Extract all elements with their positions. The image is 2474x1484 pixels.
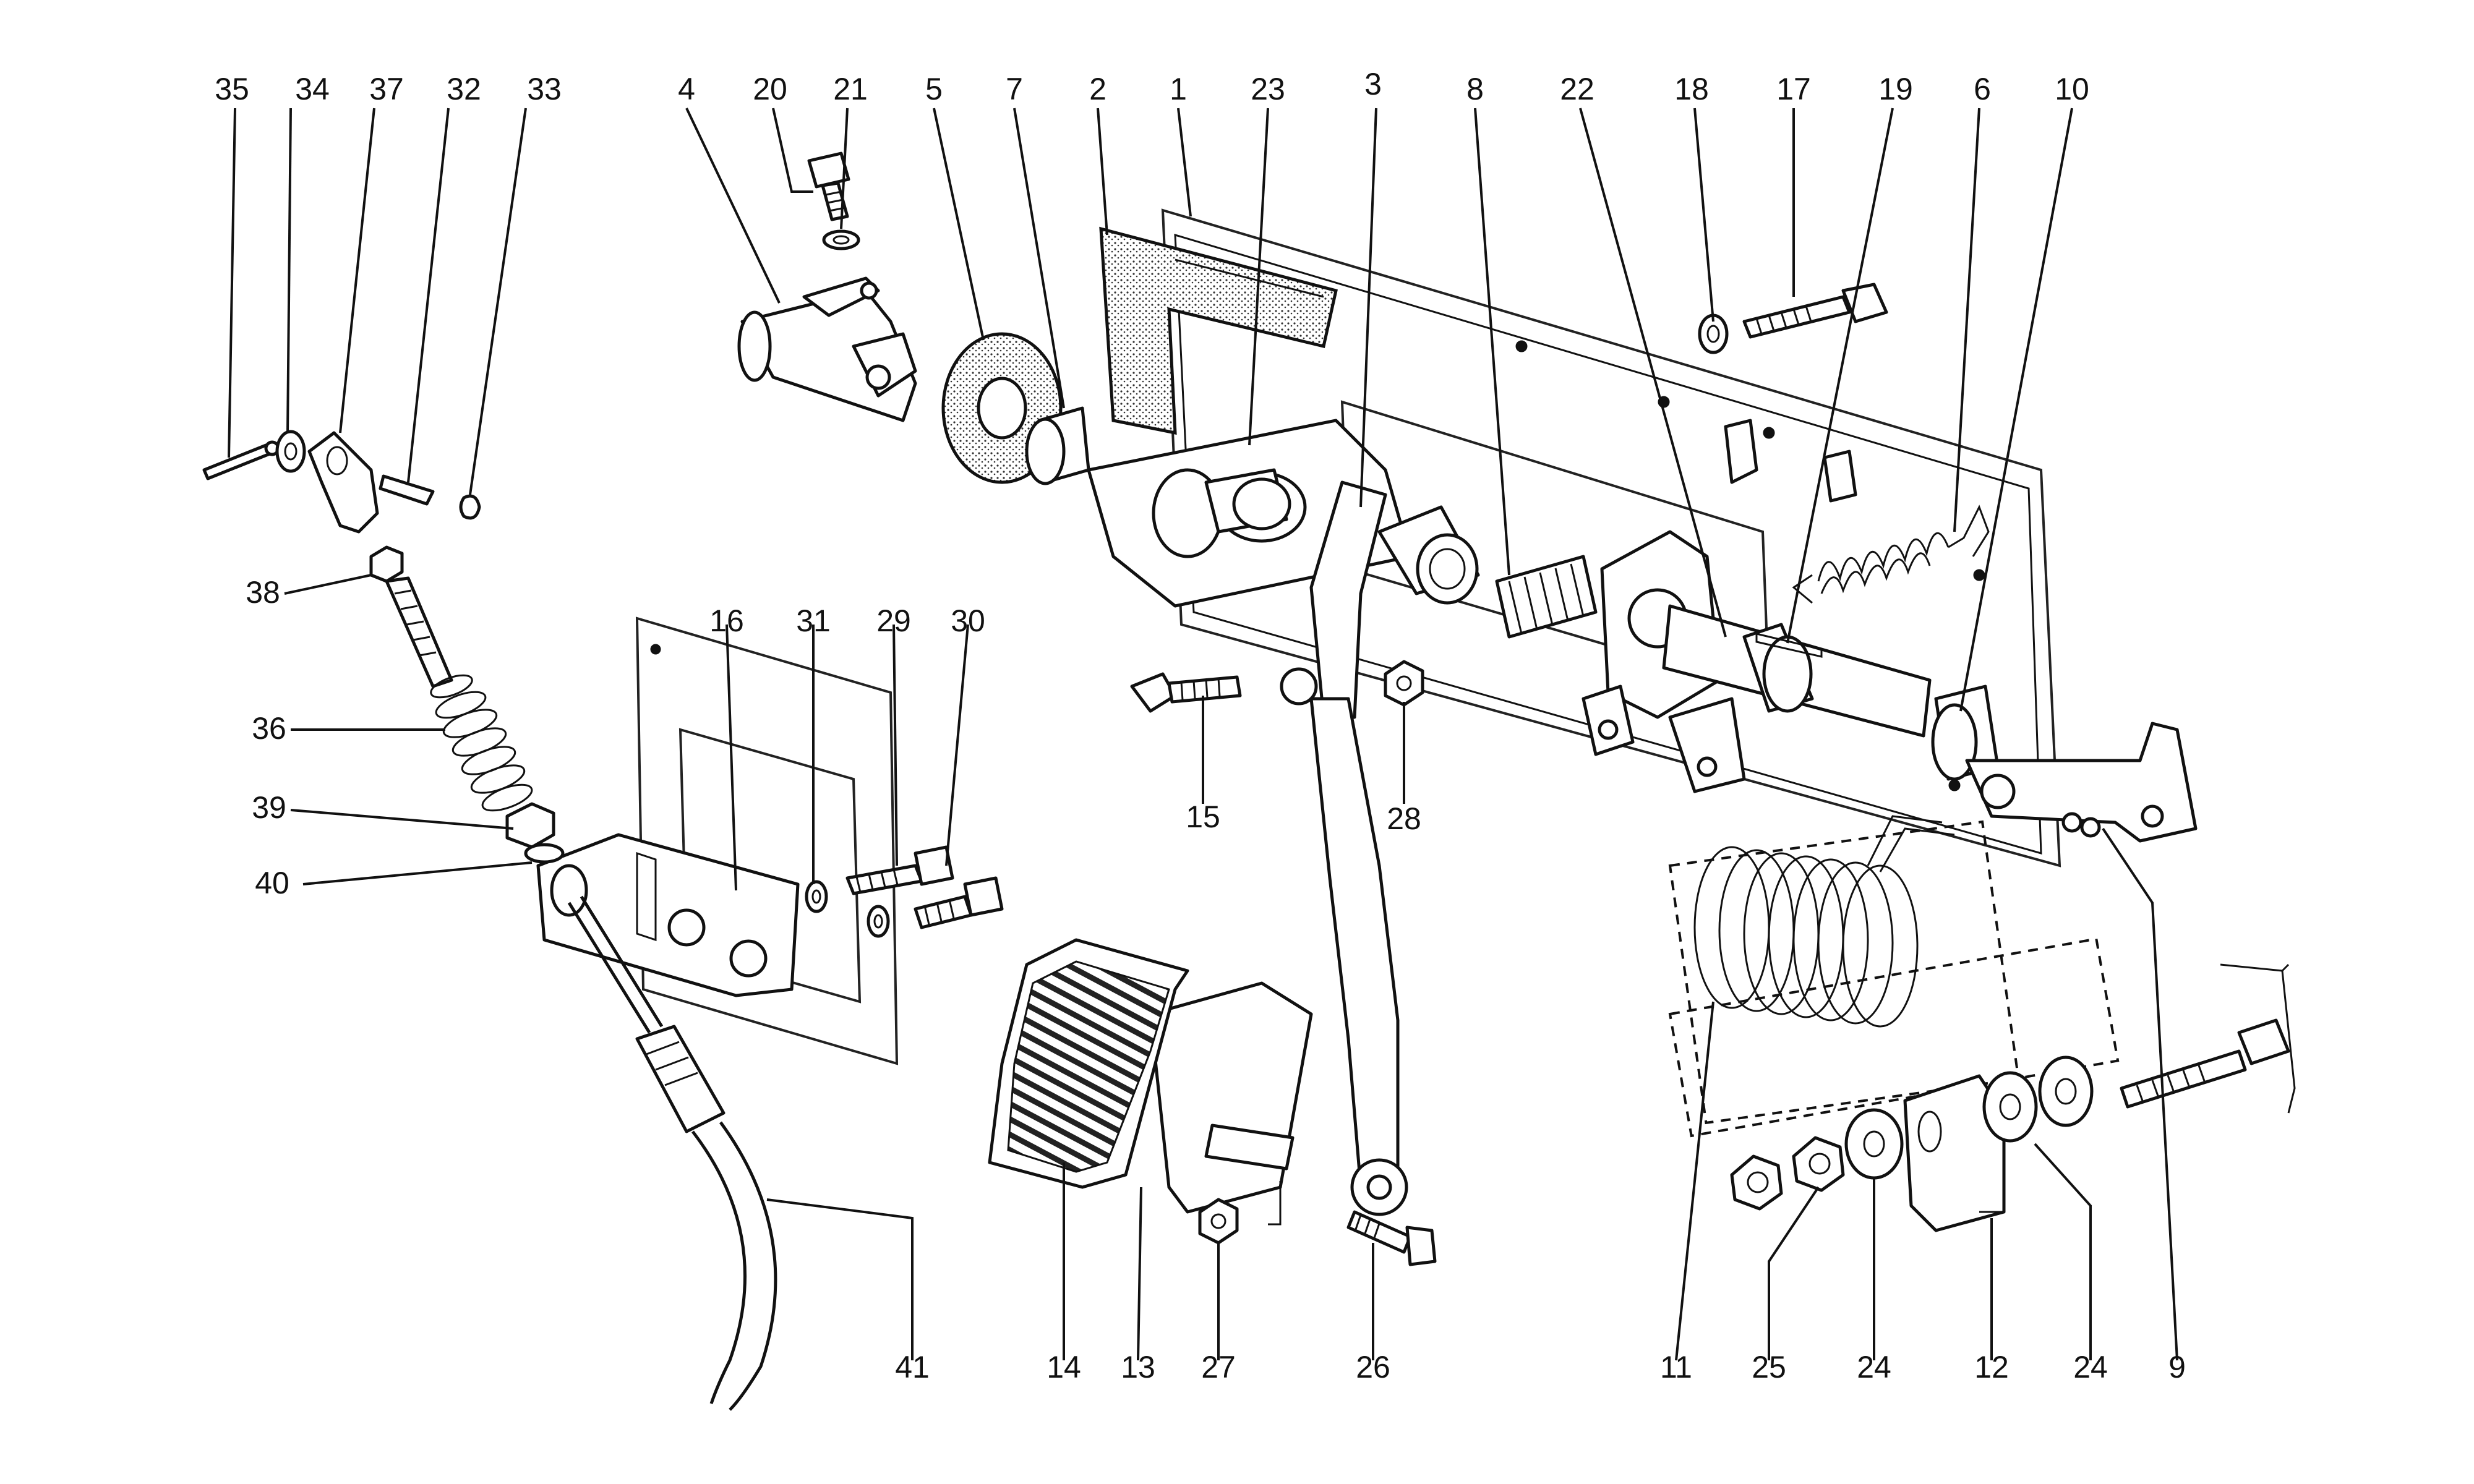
callout-5: 5 [925,72,943,106]
callout-13: 13 [1121,1350,1155,1384]
leader-lines [228,108,2178,1361]
callout-7: 7 [1006,72,1023,106]
torsion-spring [1668,815,2020,1125]
clevis-37 [307,431,379,534]
cable-bracket-plate [635,616,899,1065]
bracket-12 [1903,1074,2006,1232]
callout-22: 22 [1560,72,1594,106]
callout-9: 9 [2168,1350,2186,1384]
return-spring [1792,505,1990,604]
nut-25b [1792,1136,1845,1192]
callout-19: 19 [1878,72,1913,106]
callout-31: 31 [796,603,831,638]
callout-2: 2 [1089,72,1106,106]
callout-34: 34 [295,72,330,106]
lever-arm [1965,722,2198,843]
nut-25a [1730,1154,1783,1211]
callout-40: 40 [255,866,289,900]
mounting-bolt [2120,963,2296,1114]
callout-16: 16 [709,603,744,638]
clip-33 [459,494,481,520]
bush-7 [1025,406,1090,485]
nut-39 [505,802,555,849]
callout-4: 4 [678,72,695,106]
splined-shaft-8 [1495,555,1598,639]
callout-28: 28 [1387,801,1421,836]
callout-6: 6 [1974,72,1991,106]
callout-1: 1 [1170,72,1187,106]
callout-26: 26 [1356,1350,1390,1384]
callout-38: 38 [246,575,280,610]
callout-24-right: 24 [2073,1350,2108,1384]
cotter-pin-35 [202,440,280,480]
callout-21: 21 [833,72,868,106]
sleeve-23 [1377,505,1480,605]
bolt-26 [1346,1210,1437,1266]
pin-32 [379,474,435,506]
bolt-15 [1130,672,1242,713]
washer-24b [1982,1071,2038,1143]
callout-23: 23 [1251,72,1285,106]
gasket-plate [1099,226,1338,435]
callout-29: 29 [876,603,911,638]
bolt-17 [1742,283,1888,339]
dashed-assembly-box [1668,937,2120,1138]
callout-30: 30 [951,603,985,638]
bolt-30 [914,876,1004,929]
callout-3: 3 [1364,67,1382,101]
bolt-29 [845,845,954,895]
bolt-20 [807,151,850,221]
callout-39: 39 [252,790,286,825]
callout-24-left: 24 [1857,1350,1891,1384]
threaded-rod [385,576,453,688]
spring-anchor-19 [1755,633,1823,658]
clutch-cable-41 [567,895,777,1411]
callout-41: 41 [895,1350,930,1384]
callout-35: 35 [215,72,249,106]
callout-labels: 35 34 37 32 33 4 20 21 5 7 2 1 23 3 8 22… [215,67,2186,1384]
callout-8: 8 [1466,72,1484,106]
pedal-pad [988,938,1313,1226]
callout-32: 32 [447,72,481,106]
callout-36: 36 [252,711,286,746]
washer-24a [1844,1108,1904,1180]
callout-33: 33 [527,72,562,106]
callout-20: 20 [753,72,787,106]
callout-17: 17 [1776,72,1811,106]
nut-38 [369,545,404,583]
callout-37: 37 [369,72,404,106]
callout-12: 12 [1974,1350,2009,1384]
washer-31b [867,905,890,938]
callout-15: 15 [1186,800,1220,834]
washer-24c [2038,1055,2094,1127]
callout-11: 11 [1660,1350,1692,1384]
callout-27: 27 [1201,1350,1236,1384]
pedal-shaft [737,276,917,422]
nut-28 [1384,660,1424,707]
callout-18: 18 [1674,72,1709,106]
washer-34 [275,430,306,473]
nut-27 [1198,1198,1239,1245]
washer-31a [805,880,828,913]
washer-40 [524,843,565,864]
callout-25: 25 [1752,1350,1786,1384]
pedal-lever [1280,480,1408,1216]
spring-36 [430,674,533,812]
callout-14: 14 [1047,1350,1081,1384]
washer-21 [822,229,860,250]
callout-10: 10 [2055,72,2089,106]
